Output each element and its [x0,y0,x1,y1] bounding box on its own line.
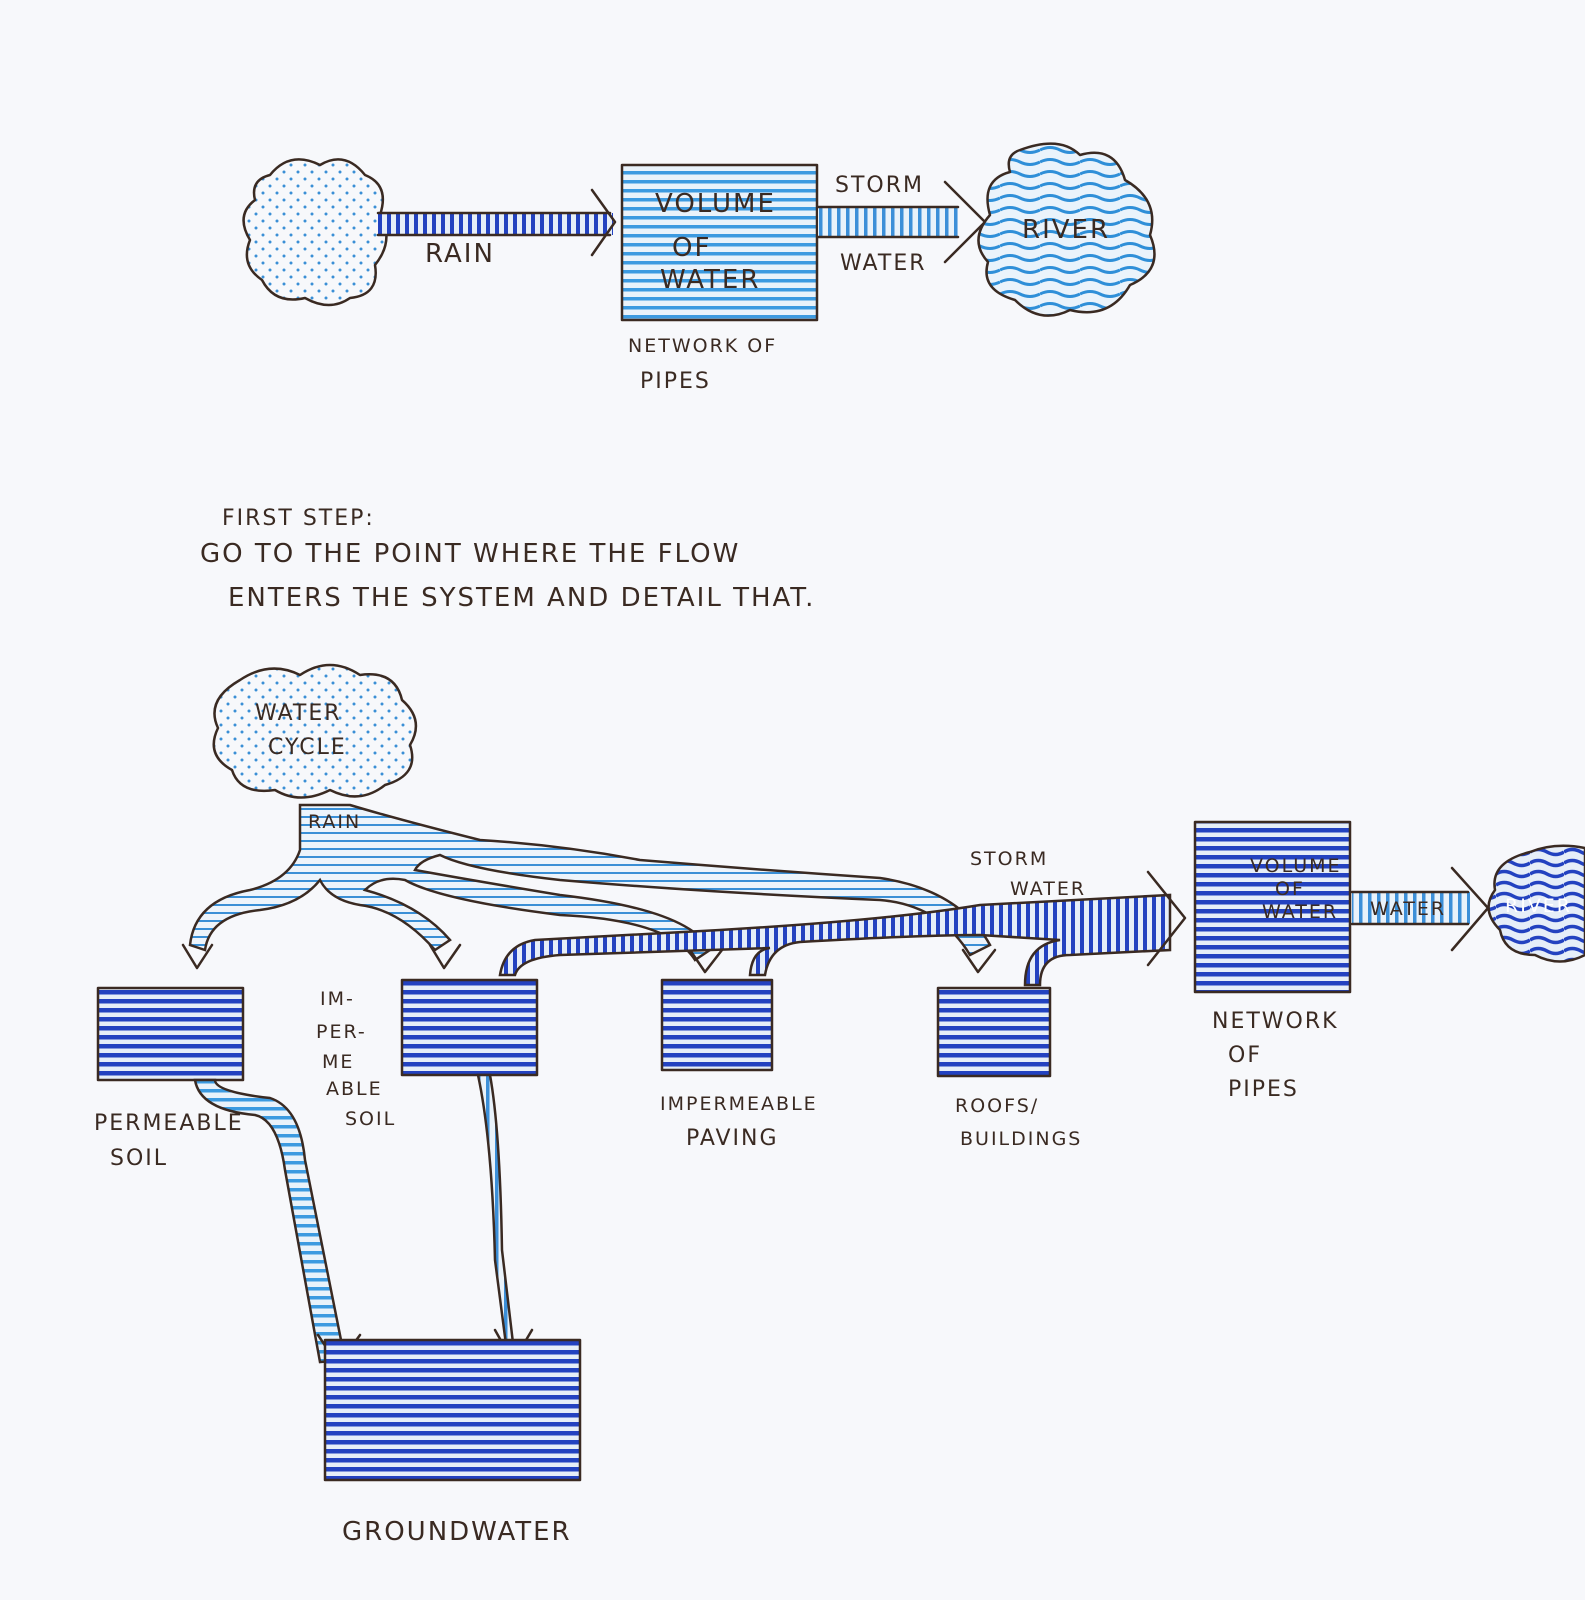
bottom-volume-line1: VOLUME [1250,855,1342,877]
roofs-buildings-box [938,988,1050,1076]
impermeable-paving-box [662,980,772,1070]
cloud-line1: WATER [255,701,342,726]
impermeable-seep-line [476,1073,517,1362]
bottom-volume-line3: WATER [1262,901,1338,923]
top-storm-line1: STORM [835,173,924,198]
bottom-volume-box [1195,822,1350,992]
note-line3: ENTERS THE SYSTEM AND DETAIL THAT. [228,583,815,613]
bottom-network-line2: OF [1228,1043,1262,1068]
imp-soil-line2: PER- [316,1021,367,1043]
top-volume-line2: OF [672,233,711,263]
top-volume-box [622,165,817,320]
water-cycle-cloud [212,663,418,799]
bottom-water-label: WATER [1370,898,1446,920]
imp-soil-line5: SOIL [345,1108,396,1130]
permeable-soil-box [98,988,243,1080]
imp-soil-line1: IM- [320,988,355,1010]
top-storm-line2: WATER [840,251,927,276]
paving-line1: IMPERMEABLE [660,1093,818,1115]
top-rain-pipe [378,213,613,235]
top-network-line1: NETWORK OF [628,335,777,357]
bottom-network-line1: NETWORK [1212,1009,1339,1034]
bottom-rain-label: RAIN [308,811,361,833]
rain-flow-trunk [188,803,992,962]
bottom-diagram: RAIN WATER CYCLE STORM WATER PERMEABLE S… [94,663,1585,1547]
note-line2: GO TO THE POINT WHERE THE FLOW [200,539,740,569]
top-volume-line1: VOLUME [655,189,776,219]
bottom-volume-line2: OF [1275,878,1305,900]
bottom-river-label: RIVER [1505,895,1572,917]
permeable-line1: PERMEABLE [94,1111,244,1136]
bottom-water-pipe [1352,892,1470,924]
roofs-line2: BUILDINGS [960,1128,1082,1150]
impermeable-soil-box [402,980,537,1075]
bottom-river-blob [1487,844,1585,963]
top-volume-line3: WATER [660,265,760,295]
bottom-network-line3: PIPES [1228,1077,1299,1102]
groundwater-box [325,1340,580,1480]
note: FIRST STEP: GO TO THE POINT WHERE THE FL… [200,506,815,613]
note-line1: FIRST STEP: [222,506,375,531]
groundwater-label: GROUNDWATER [342,1517,572,1547]
cloud-line2: CYCLE [268,735,347,760]
top-rain-cloud [242,158,388,307]
top-network-line2: PIPES [640,369,711,394]
top-river-label: RIVER [1022,215,1110,245]
roofs-line1: ROOFS/ [955,1095,1039,1117]
imp-soil-line3: ME [322,1051,354,1073]
bottom-storm-line2: WATER [1010,878,1086,900]
top-diagram: RAIN VOLUME OF WATER NETWORK OF PIPES ST… [242,142,1156,394]
permeable-line2: SOIL [110,1146,168,1171]
bottom-storm-line1: STORM [970,848,1048,870]
paving-line2: PAVING [686,1126,779,1151]
imp-soil-line4: ABLE [326,1078,383,1100]
storm-collector-pipe [498,893,1172,987]
top-storm-pipe [818,207,958,237]
top-rain-label: RAIN [425,239,495,269]
top-river-blob [977,142,1156,317]
